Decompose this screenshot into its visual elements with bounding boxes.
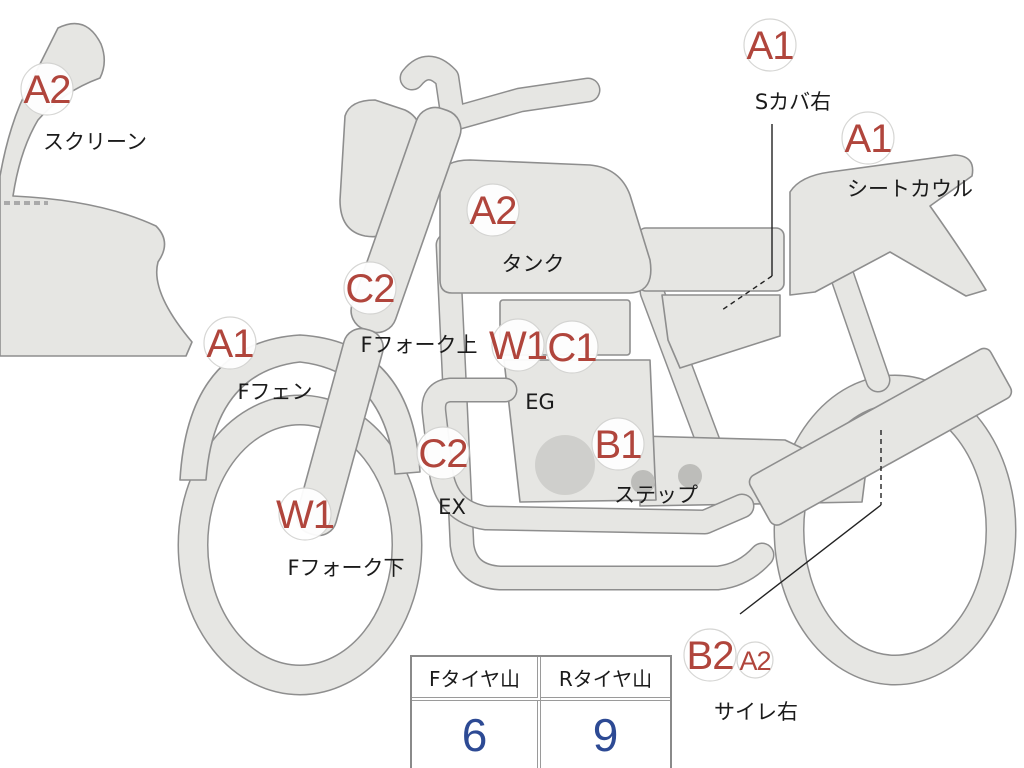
grade-text: C2 — [418, 432, 467, 476]
step-peg-front — [631, 470, 655, 494]
part-label-step: ステップ — [614, 483, 698, 507]
part-label-front-fork-lower: Fフォーク下 — [287, 556, 404, 580]
grade-text: A1 — [207, 322, 254, 366]
grade-badge-engine-2: C1 — [545, 320, 599, 374]
part-label-screen: スクリーン — [43, 130, 147, 154]
part-label-front-fork-upper: Fフォーク上 — [360, 333, 477, 357]
grade-badge-exhaust: C2 — [416, 426, 470, 480]
grade-badge-front-fender: A1 — [203, 316, 257, 370]
leader-silencer — [739, 504, 882, 615]
grade-badge-silencer-right-1: B2 — [683, 628, 737, 682]
part-labels: スクリーン Sカバ右 シートカウル タンク Fフォーク上 Fフェン EG EX … — [43, 90, 973, 724]
grade-badge-front-fork-upper: C2 — [343, 261, 397, 315]
front-wheel — [177, 394, 423, 696]
part-label-silencer-right: サイレ右 — [714, 700, 798, 724]
grade-text: W1 — [489, 324, 547, 368]
grade-text: A1 — [845, 117, 892, 161]
part-label-tank: タンク — [502, 252, 565, 276]
grade-text: B2 — [687, 634, 734, 678]
grade-badge-front-fork-lower: W1 — [276, 487, 335, 541]
grade-badge-step: B1 — [591, 417, 645, 471]
grade-text: B1 — [595, 423, 642, 467]
grade-badge-engine-1: W1 — [489, 318, 548, 372]
rear-tread-value: 9 — [592, 708, 619, 761]
part-label-front-fender: Fフェン — [237, 380, 312, 404]
seat-cowl — [789, 154, 987, 297]
rear-tread-header: Rタイヤ山 — [541, 657, 670, 701]
grade-text: C2 — [345, 267, 394, 311]
frame — [435, 232, 891, 591]
front-tread-value: 6 — [412, 701, 541, 768]
tire-tread-table: Fタイヤ山 Rタイヤ山 6 9 — [410, 655, 672, 768]
rear-wheel — [773, 374, 1017, 686]
front-tread-header: Fタイヤ山 — [412, 657, 541, 701]
side-cover — [661, 294, 781, 369]
part-label-engine: EG — [525, 390, 555, 414]
grade-badge-side-cover-right: A1 — [743, 18, 797, 72]
part-label-side-cover-right: Sカバ右 — [755, 90, 831, 114]
motorcycle-silhouette — [0, 22, 1017, 696]
grade-badges: A2 A1 A1 A2 C2 A1 W1 C1 — [20, 18, 895, 682]
grade-text: A1 — [747, 24, 794, 68]
grade-badge-seat-cowl: A1 — [841, 111, 895, 165]
handlebar — [399, 55, 601, 135]
seat — [637, 227, 785, 292]
grade-badge-tank: A2 — [466, 183, 520, 237]
grade-text: A2 — [470, 189, 517, 233]
part-label-exhaust: EX — [438, 495, 466, 519]
grade-badge-screen: A2 — [20, 62, 74, 116]
leader-side-cover-dashed — [721, 275, 773, 311]
grade-text: A2 — [739, 646, 770, 676]
silencer — [748, 347, 1013, 526]
grade-text: W1 — [276, 493, 334, 537]
grade-text: C1 — [547, 326, 596, 370]
leader-lines — [721, 124, 882, 615]
grade-text: A2 — [24, 68, 71, 112]
part-label-seat-cowl: シートカウル — [847, 177, 973, 201]
step-peg-rear — [678, 464, 702, 488]
grade-badge-silencer-right-2: A2 — [736, 641, 774, 679]
